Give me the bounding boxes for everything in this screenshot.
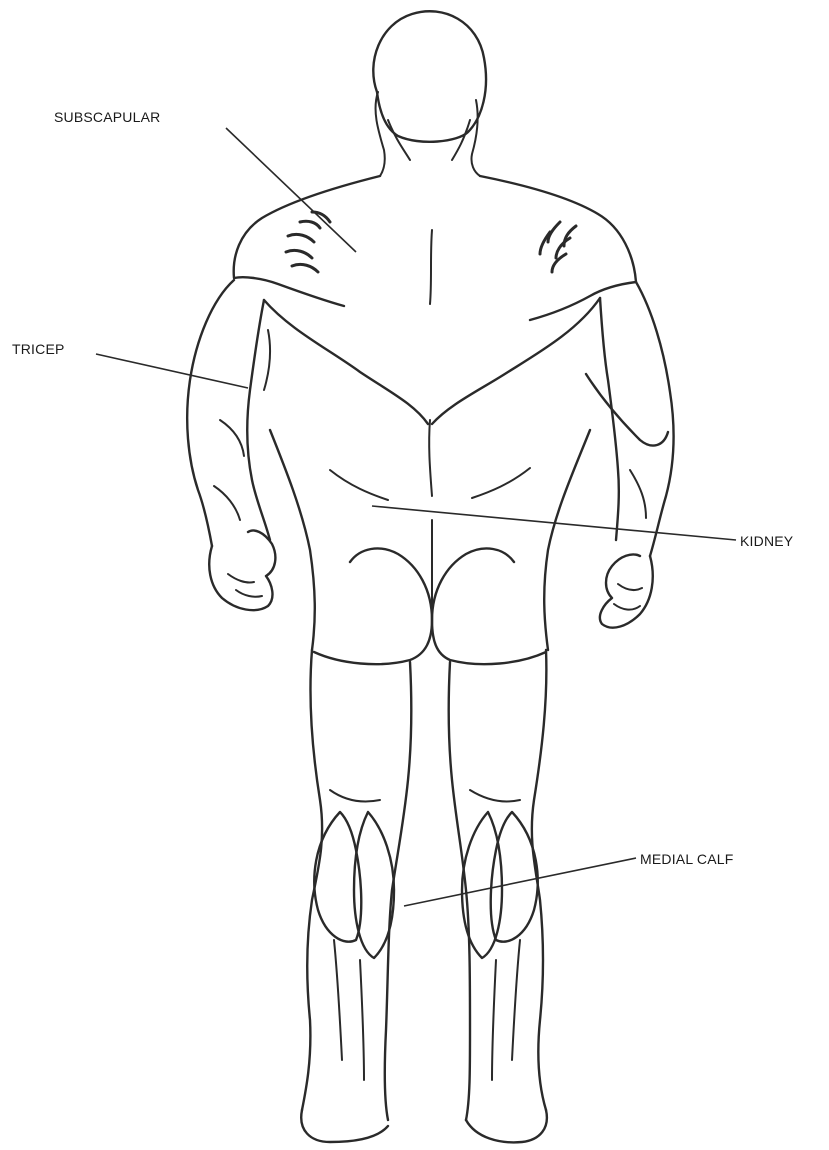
right-deltoid-shading xyxy=(540,222,576,272)
tricep-label: TRICEP xyxy=(12,341,65,357)
right-elbow-flap xyxy=(586,374,668,446)
medial-calf-leader xyxy=(404,858,636,906)
shoulders xyxy=(234,176,380,306)
left-shin-line-2 xyxy=(360,960,364,1080)
right-calf-lateral xyxy=(491,812,538,942)
torso-left xyxy=(270,430,315,650)
right-arm-outer xyxy=(636,282,673,556)
kidney-leader xyxy=(372,506,736,540)
kidney-label: KIDNEY xyxy=(740,533,794,549)
right-leg-inner xyxy=(449,662,470,1120)
neck-right xyxy=(471,100,480,176)
left-elbow xyxy=(220,420,244,456)
medial-calf-label: MEDIAL CALF xyxy=(640,851,733,867)
waist-left xyxy=(330,470,388,500)
lat-left xyxy=(264,300,428,424)
right-leg-outer xyxy=(532,650,547,1110)
right-calf-medial xyxy=(462,812,502,958)
left-arm-inner xyxy=(247,300,270,540)
right-arm-inner xyxy=(600,298,619,540)
buttock-right xyxy=(432,548,546,664)
right-hand xyxy=(600,554,653,627)
label-medial-calf: MEDIAL CALF xyxy=(404,851,733,906)
tricep-leader xyxy=(96,354,248,388)
label-subscapular: SUBSCAPULAR xyxy=(54,109,356,252)
left-arm-outer xyxy=(187,280,234,546)
right-forearm-line xyxy=(630,470,646,518)
buttock-left xyxy=(314,548,432,664)
lower-spine xyxy=(429,420,432,496)
torso-right xyxy=(544,430,590,650)
left-shin-line-1 xyxy=(334,940,342,1060)
left-knee xyxy=(330,790,380,802)
label-kidney: KIDNEY xyxy=(372,506,794,549)
label-tricep: TRICEP xyxy=(12,341,248,388)
left-forearm-line xyxy=(214,486,240,520)
spine-upper xyxy=(430,230,432,304)
left-tricep-detail xyxy=(264,330,270,390)
right-shin-line-1 xyxy=(492,960,496,1080)
lat-right xyxy=(432,298,600,424)
left-leg-outer xyxy=(302,650,322,1110)
waist-right xyxy=(472,468,530,498)
left-hand xyxy=(209,531,275,611)
subscapular-label: SUBSCAPULAR xyxy=(54,109,160,125)
human-body-back-view xyxy=(187,11,673,1142)
right-foot xyxy=(466,1110,547,1142)
left-leg-inner xyxy=(385,662,412,1120)
right-shin-line-2 xyxy=(512,940,520,1060)
left-foot xyxy=(301,1110,388,1142)
right-knee xyxy=(470,790,520,802)
